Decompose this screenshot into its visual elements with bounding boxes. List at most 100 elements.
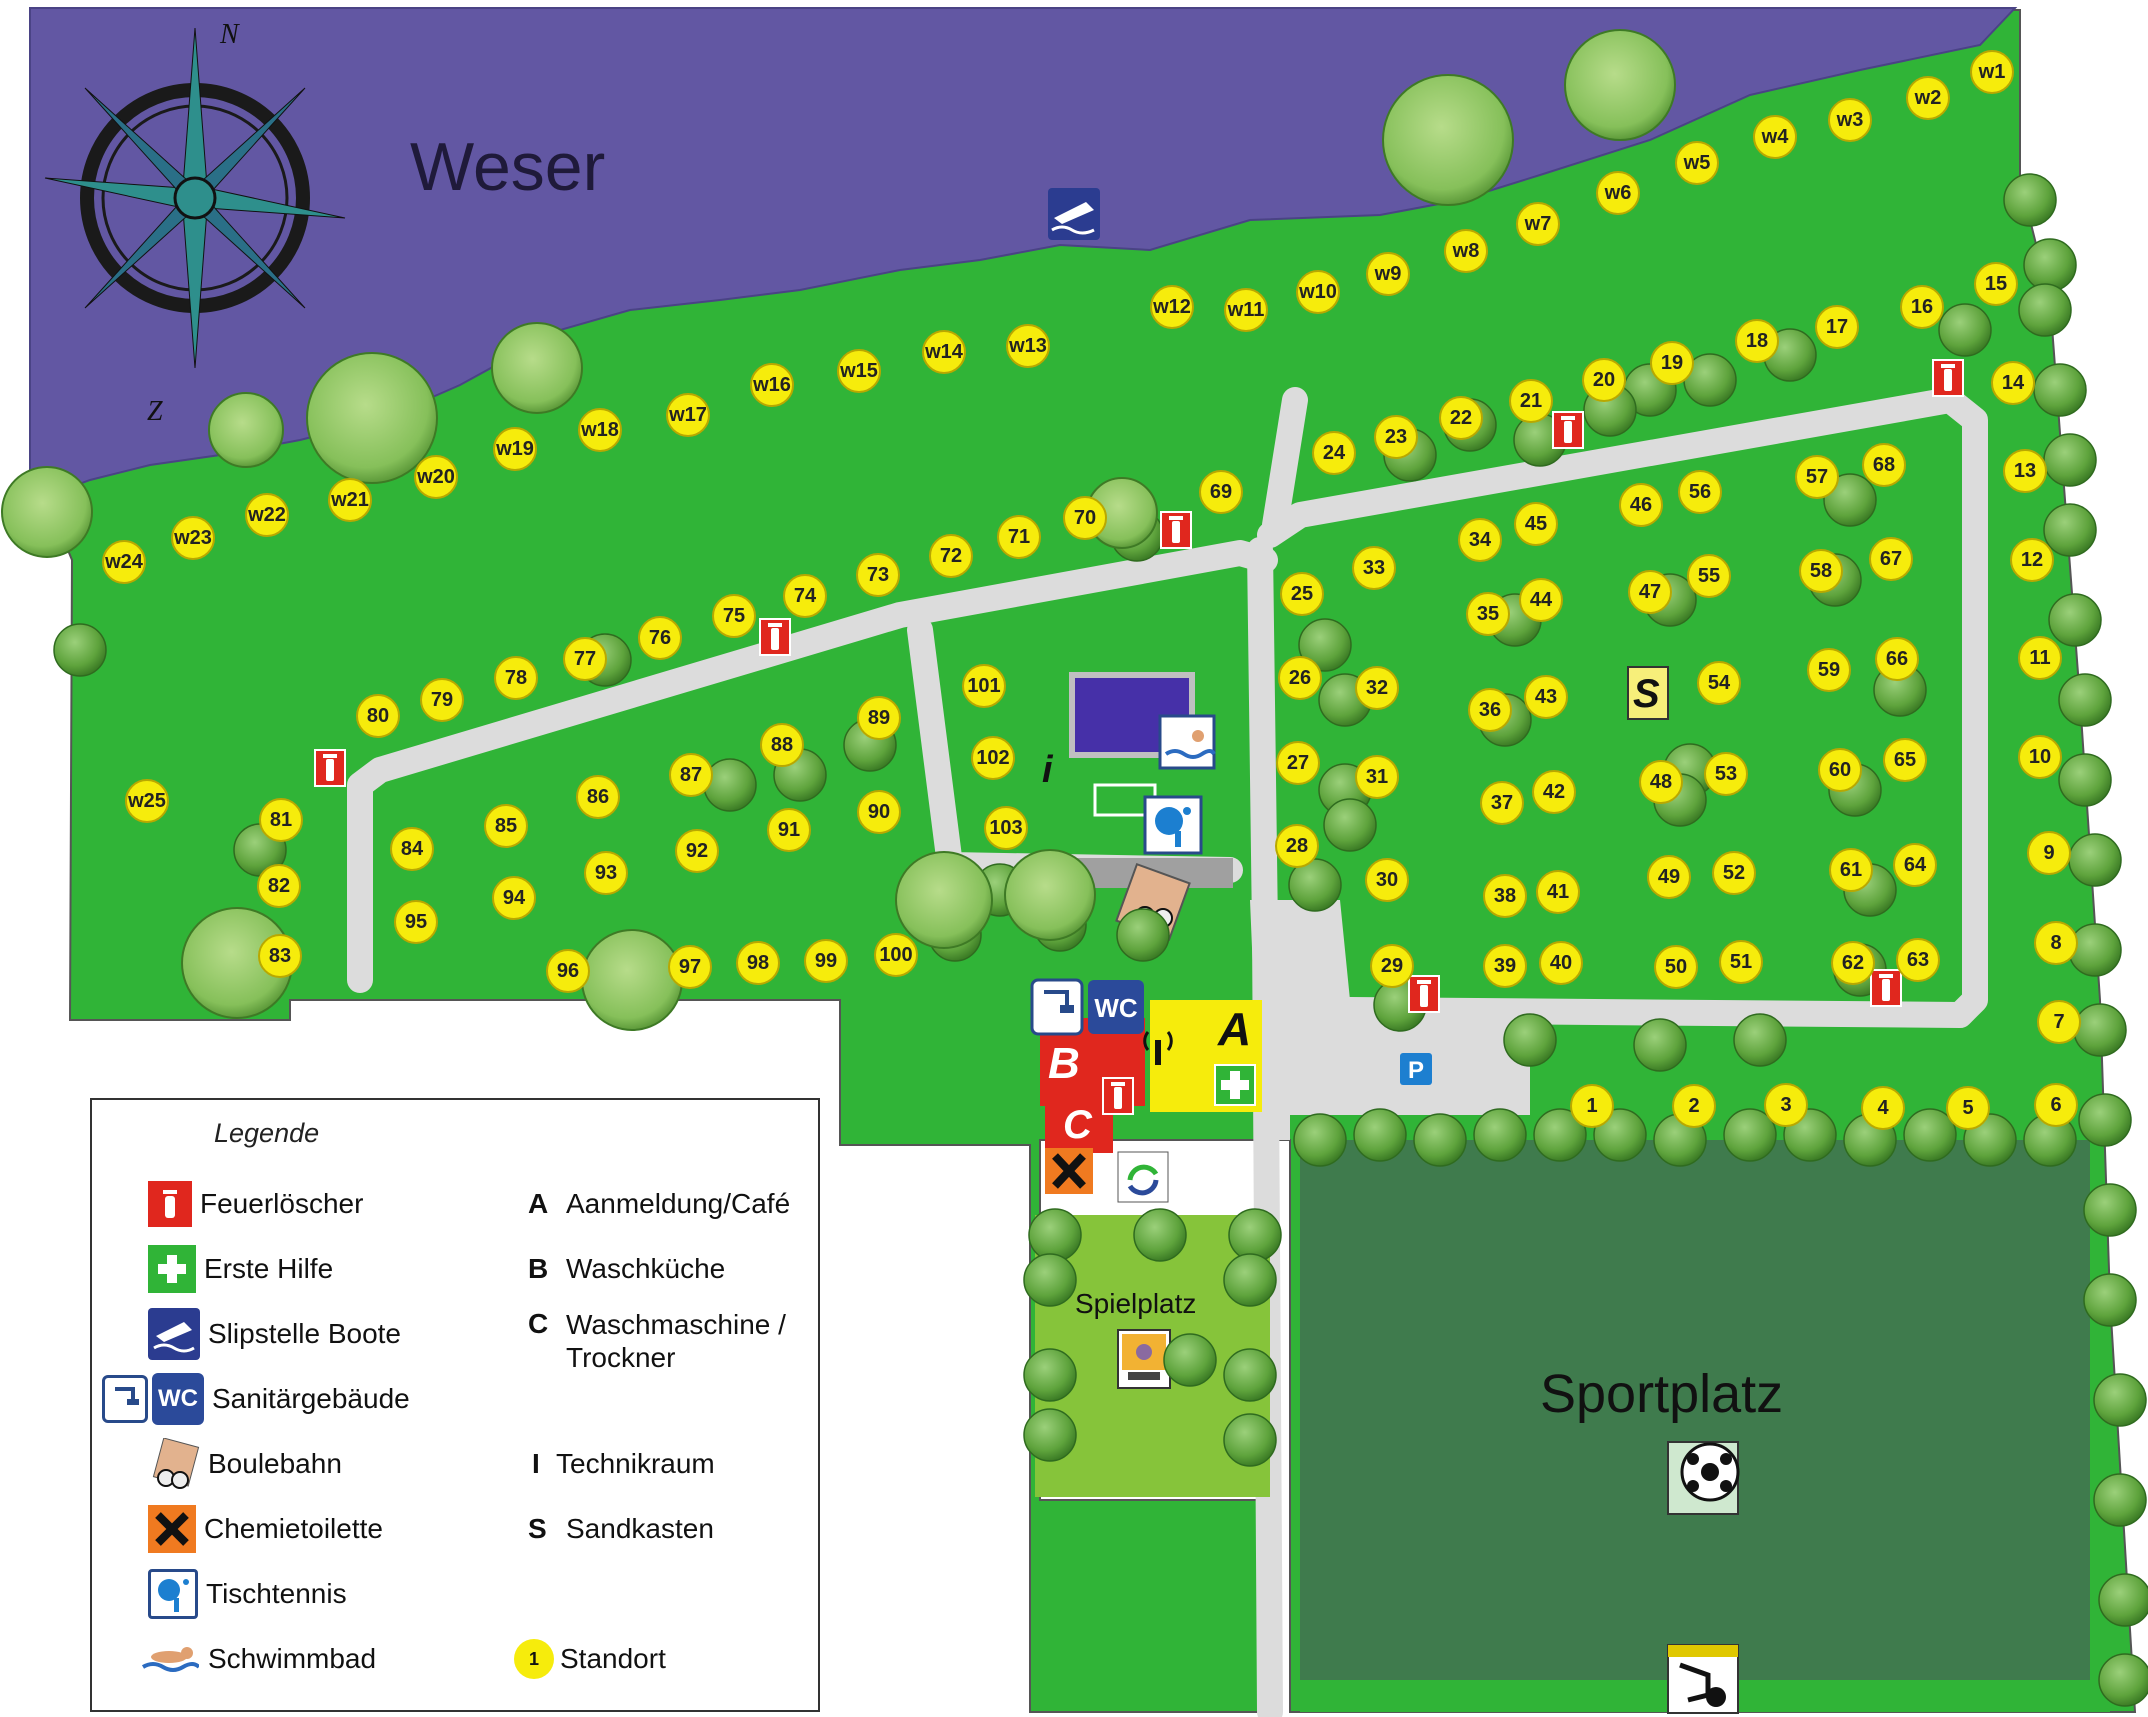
campsite-spot[interactable]: w24 [102, 540, 146, 584]
campsite-spot[interactable]: 86 [576, 775, 620, 819]
campsite-spot[interactable]: 5 [1946, 1086, 1990, 1130]
campsite-spot[interactable]: 43 [1524, 675, 1568, 719]
campsite-spot[interactable]: 21 [1509, 379, 1553, 423]
campsite-spot[interactable]: 2 [1672, 1084, 1716, 1128]
campsite-spot[interactable]: 73 [856, 553, 900, 597]
campsite-spot[interactable]: 100 [874, 933, 918, 977]
campsite-spot[interactable]: 103 [984, 806, 1028, 850]
campsite-spot[interactable]: 67 [1869, 537, 1913, 581]
campsite-spot[interactable]: 99 [804, 939, 848, 983]
campsite-spot[interactable]: 76 [638, 616, 682, 660]
campsite-spot[interactable]: w15 [837, 349, 881, 393]
campsite-spot[interactable]: 28 [1275, 824, 1319, 868]
campsite-spot[interactable]: w14 [922, 330, 966, 374]
campsite-spot[interactable]: 7 [2037, 1000, 2081, 1044]
campsite-spot[interactable]: 1 [1570, 1084, 1614, 1128]
campsite-spot[interactable]: 31 [1355, 755, 1399, 799]
campsite-spot[interactable]: w8 [1444, 229, 1488, 273]
campsite-spot[interactable]: 61 [1829, 848, 1873, 892]
campsite-spot[interactable]: 47 [1628, 570, 1672, 614]
campsite-spot[interactable]: 74 [783, 574, 827, 618]
campsite-spot[interactable]: 29 [1370, 944, 1414, 988]
campsite-spot[interactable]: 50 [1654, 945, 1698, 989]
campsite-spot[interactable]: 54 [1697, 661, 1741, 705]
campsite-spot[interactable]: 33 [1352, 546, 1396, 590]
campsite-spot[interactable]: 19 [1650, 341, 1694, 385]
campsite-spot[interactable]: 57 [1795, 455, 1839, 499]
campsite-spot[interactable]: w4 [1753, 115, 1797, 159]
campsite-spot[interactable]: 69 [1199, 470, 1243, 514]
campsite-spot[interactable]: 58 [1799, 549, 1843, 593]
campsite-spot[interactable]: w18 [578, 408, 622, 452]
campsite-spot[interactable]: 71 [997, 515, 1041, 559]
campsite-spot[interactable]: 20 [1582, 358, 1626, 402]
campsite-spot[interactable]: 97 [668, 945, 712, 989]
campsite-spot[interactable]: w7 [1516, 202, 1560, 246]
campsite-spot[interactable]: 93 [584, 851, 628, 895]
campsite-spot[interactable]: w10 [1296, 270, 1340, 314]
campsite-spot[interactable]: w12 [1150, 285, 1194, 329]
campsite-spot[interactable]: w13 [1006, 324, 1050, 368]
campsite-spot[interactable]: 51 [1719, 940, 1763, 984]
campsite-spot[interactable]: 80 [356, 694, 400, 738]
campsite-spot[interactable]: 34 [1458, 518, 1502, 562]
campsite-spot[interactable]: 77 [563, 637, 607, 681]
campsite-spot[interactable]: 16 [1900, 285, 1944, 329]
campsite-spot[interactable]: 49 [1647, 855, 1691, 899]
campsite-spot[interactable]: 83 [258, 934, 302, 978]
campsite-spot[interactable]: 60 [1818, 748, 1862, 792]
campsite-spot[interactable]: 12 [2010, 538, 2054, 582]
campsite-spot[interactable]: 66 [1875, 637, 1919, 681]
campsite-spot[interactable]: 89 [857, 696, 901, 740]
campsite-spot[interactable]: 72 [929, 534, 973, 578]
campsite-spot[interactable]: w20 [414, 455, 458, 499]
campsite-spot[interactable]: w11 [1224, 288, 1268, 332]
campsite-spot[interactable]: 65 [1883, 738, 1927, 782]
campsite-spot[interactable]: w21 [328, 478, 372, 522]
campsite-spot[interactable]: 4 [1861, 1086, 1905, 1130]
campsite-spot[interactable]: w3 [1828, 98, 1872, 142]
campsite-spot[interactable]: 37 [1480, 781, 1524, 825]
campsite-spot[interactable]: 6 [2034, 1083, 2078, 1127]
campsite-spot[interactable]: w19 [493, 427, 537, 471]
campsite-spot[interactable]: 102 [971, 736, 1015, 780]
campsite-spot[interactable]: 40 [1539, 941, 1583, 985]
campsite-spot[interactable]: 14 [1991, 361, 2035, 405]
campsite-spot[interactable]: 22 [1439, 396, 1483, 440]
campsite-spot[interactable]: w22 [245, 493, 289, 537]
campsite-spot[interactable]: 32 [1355, 666, 1399, 710]
campsite-spot[interactable]: 78 [494, 656, 538, 700]
campsite-spot[interactable]: 56 [1678, 470, 1722, 514]
campsite-spot[interactable]: 92 [675, 829, 719, 873]
campsite-spot[interactable]: 3 [1764, 1083, 1808, 1127]
campsite-spot[interactable]: 27 [1276, 741, 1320, 785]
campsite-spot[interactable]: 8 [2034, 921, 2078, 965]
campsite-spot[interactable]: w6 [1596, 171, 1640, 215]
campsite-spot[interactable]: 87 [669, 753, 713, 797]
campsite-spot[interactable]: w1 [1970, 50, 2014, 94]
campsite-spot[interactable]: 46 [1619, 483, 1663, 527]
campsite-spot[interactable]: 10 [2018, 735, 2062, 779]
campsite-spot[interactable]: 59 [1807, 648, 1851, 692]
campsite-spot[interactable]: 91 [767, 808, 811, 852]
campsite-spot[interactable]: 52 [1712, 851, 1756, 895]
campsite-spot[interactable]: 13 [2003, 449, 2047, 493]
campsite-spot[interactable]: w2 [1906, 76, 1950, 120]
campsite-spot[interactable]: 81 [259, 798, 303, 842]
campsite-spot[interactable]: 68 [1862, 443, 1906, 487]
campsite-spot[interactable]: 64 [1893, 843, 1937, 887]
campsite-spot[interactable]: 82 [257, 864, 301, 908]
campsite-spot[interactable]: 44 [1519, 578, 1563, 622]
campsite-spot[interactable]: 25 [1280, 572, 1324, 616]
campsite-spot[interactable]: 53 [1704, 752, 1748, 796]
campsite-spot[interactable]: 63 [1896, 938, 1940, 982]
campsite-spot[interactable]: 90 [857, 790, 901, 834]
campsite-spot[interactable]: w17 [666, 393, 710, 437]
campsite-spot[interactable]: 18 [1735, 319, 1779, 363]
campsite-spot[interactable]: 36 [1468, 688, 1512, 732]
campsite-spot[interactable]: 70 [1063, 496, 1107, 540]
campsite-spot[interactable]: 94 [492, 876, 536, 920]
campsite-spot[interactable]: 48 [1639, 760, 1683, 804]
campsite-spot[interactable]: 45 [1514, 502, 1558, 546]
campsite-spot[interactable]: 95 [394, 900, 438, 944]
